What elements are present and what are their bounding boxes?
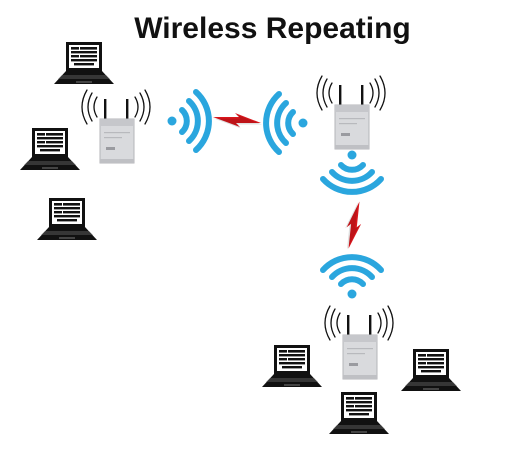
lightning-link-icon [342,200,364,251]
laptop-icon [20,128,80,170]
wifi-signal-icon [323,257,381,298]
wireless-access-point-icon [81,89,151,164]
laptop-icon [262,345,322,387]
laptop-icon [54,42,114,84]
diagram-title: Wireless Repeating [134,12,411,45]
lightning-link-icon [213,113,262,129]
wifi-signal-icon [168,92,209,150]
laptop-icon [37,198,97,240]
wifi-signal-icon [323,151,381,192]
laptop-icon [401,349,461,391]
laptop-icon [329,392,389,434]
wireless-access-point-icon [324,305,394,380]
wireless-access-point-icon [316,75,386,150]
wifi-signal-icon [266,94,307,152]
